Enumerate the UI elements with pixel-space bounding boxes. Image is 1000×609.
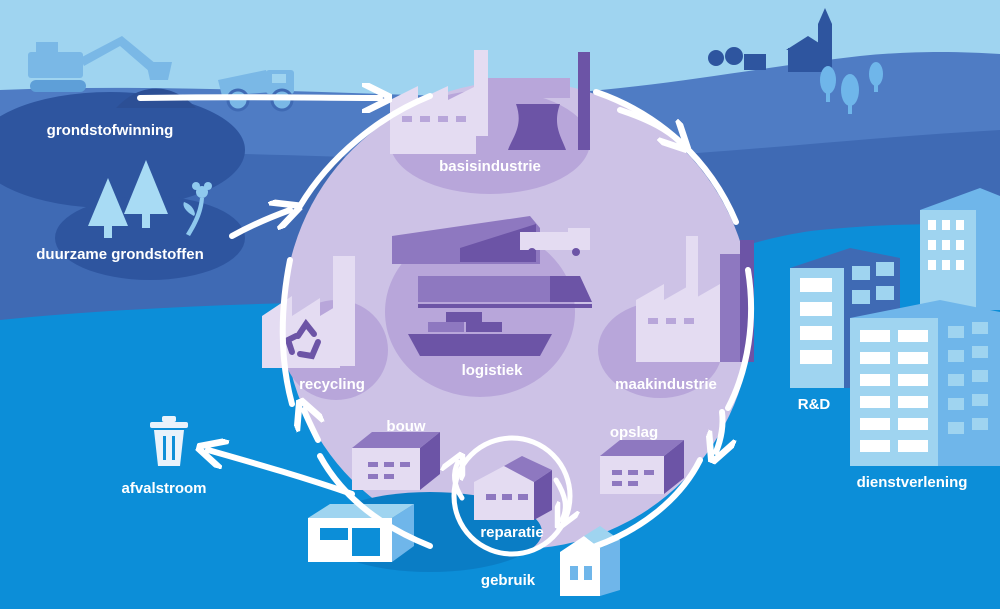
arrow-to-afvalstroom bbox=[208, 450, 355, 497]
arrow-recycling-up bbox=[304, 410, 318, 443]
label-grondstofwinning: grondstofwinning bbox=[46, 122, 174, 139]
trash-can-icon bbox=[150, 416, 188, 466]
mining-pit bbox=[0, 92, 245, 208]
arrow-maak-to-opslag bbox=[716, 409, 723, 452]
arrow-duurzame-to-circle bbox=[229, 210, 290, 239]
reparatie-arrows bbox=[455, 462, 566, 520]
label-logistiek: logistiek bbox=[461, 362, 523, 379]
office-building-icon bbox=[790, 188, 1000, 466]
arrow-to-basisindustrie bbox=[137, 97, 380, 98]
recycle-icon bbox=[284, 318, 321, 360]
flow-arrows bbox=[137, 97, 723, 497]
label-maakindustrie: maakindustrie bbox=[615, 376, 717, 393]
label-reparatie: reparatie bbox=[480, 524, 544, 541]
label-dienstverlening: dienstverlening bbox=[856, 474, 968, 491]
reparatie-circle bbox=[451, 435, 573, 557]
label-afvalstroom: afvalstroom bbox=[121, 480, 207, 497]
circle-ring-segments bbox=[279, 89, 755, 549]
small-tree-icon bbox=[820, 62, 883, 114]
reparatie-house-icon bbox=[474, 456, 552, 520]
label-gebruik: gebruik bbox=[480, 572, 536, 589]
label-rd: R&D bbox=[797, 396, 831, 413]
label-duurzame-grondstoffen: duurzame grondstoffen bbox=[36, 246, 204, 263]
church-icon bbox=[708, 8, 832, 72]
tree-icon bbox=[88, 160, 168, 238]
label-basisindustrie: basisindustrie bbox=[439, 158, 541, 175]
logistics-icon bbox=[392, 216, 592, 356]
label-opslag: opslag bbox=[609, 424, 659, 441]
label-recycling: recycling bbox=[299, 376, 365, 393]
bouw-building-icon bbox=[352, 432, 440, 490]
label-bouw: bouw bbox=[386, 418, 426, 435]
excavator-icon bbox=[28, 36, 172, 92]
flower-icon bbox=[183, 182, 212, 236]
opslag-building-icon bbox=[600, 440, 684, 494]
gebruik-shed-icon bbox=[308, 504, 414, 562]
